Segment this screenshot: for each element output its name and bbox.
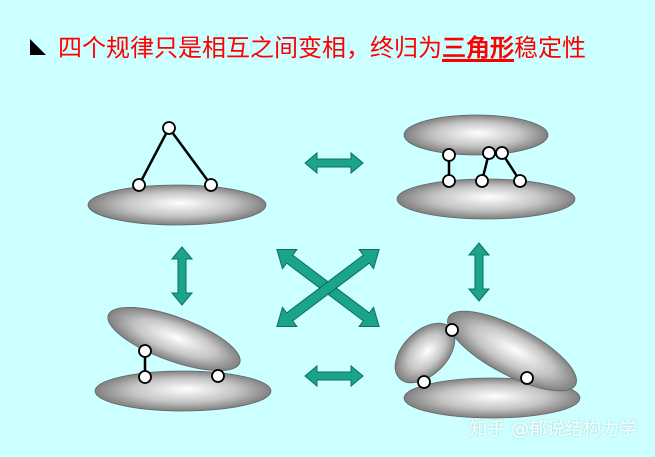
hinge-icon	[442, 174, 456, 188]
title-highlight: 三角形	[442, 33, 514, 62]
rule-three-bodies	[394, 310, 581, 419]
ground-body	[87, 184, 267, 226]
rule-two-bodies-three-links	[396, 114, 576, 220]
hinge-icon	[138, 370, 152, 384]
slide-title: 四个规律只是相互之间变相，终归为三角形稳定性	[30, 28, 586, 62]
rule-triangle-on-ground	[87, 121, 267, 226]
hinge-icon	[417, 375, 431, 389]
cross-arrow-icon	[276, 248, 380, 328]
link-bar	[167, 127, 213, 186]
tilted-body	[107, 306, 241, 372]
hinge-icon	[482, 146, 496, 160]
hinge-icon	[495, 146, 509, 160]
double-arrow-right-icon	[468, 242, 490, 302]
ground-body	[403, 377, 581, 419]
hinge-icon	[162, 121, 176, 135]
hinge-icon	[520, 371, 534, 385]
hinge-icon	[204, 178, 218, 192]
tilted-body-right	[447, 310, 577, 392]
double-arrow-left-icon	[171, 246, 193, 306]
bullet-triangle-icon	[30, 39, 46, 55]
ground-body	[94, 370, 272, 412]
watermark: 知乎 @郁说结构力学	[469, 419, 637, 440]
double-arrow-bottom-icon	[304, 365, 364, 387]
hinge-icon	[442, 148, 456, 162]
link-bar	[137, 127, 171, 186]
hinge-icon	[475, 174, 489, 188]
upper-body	[403, 114, 549, 156]
hinge-icon	[138, 344, 152, 358]
hinge-icon	[132, 178, 146, 192]
rule-hinge-and-link	[94, 306, 272, 412]
hinge-icon	[445, 323, 459, 337]
double-arrow-top-icon	[304, 152, 364, 174]
hinge-icon	[211, 369, 225, 383]
title-prefix: 四个规律只是相互之间变相，终归为	[58, 33, 442, 62]
title-suffix: 稳定性	[514, 33, 586, 62]
hinge-icon	[513, 174, 527, 188]
